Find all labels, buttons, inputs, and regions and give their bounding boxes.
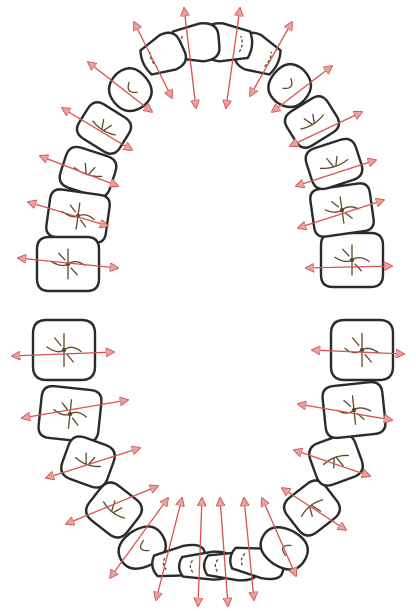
lower-arch (12, 320, 404, 606)
lower-tooth (33, 320, 95, 380)
upper-tooth (309, 182, 375, 238)
upper-tooth (37, 237, 99, 291)
upper-arch (18, 8, 392, 291)
upper-tooth (321, 233, 383, 287)
lower-tooth (331, 320, 393, 380)
upper-tooth (45, 188, 111, 244)
